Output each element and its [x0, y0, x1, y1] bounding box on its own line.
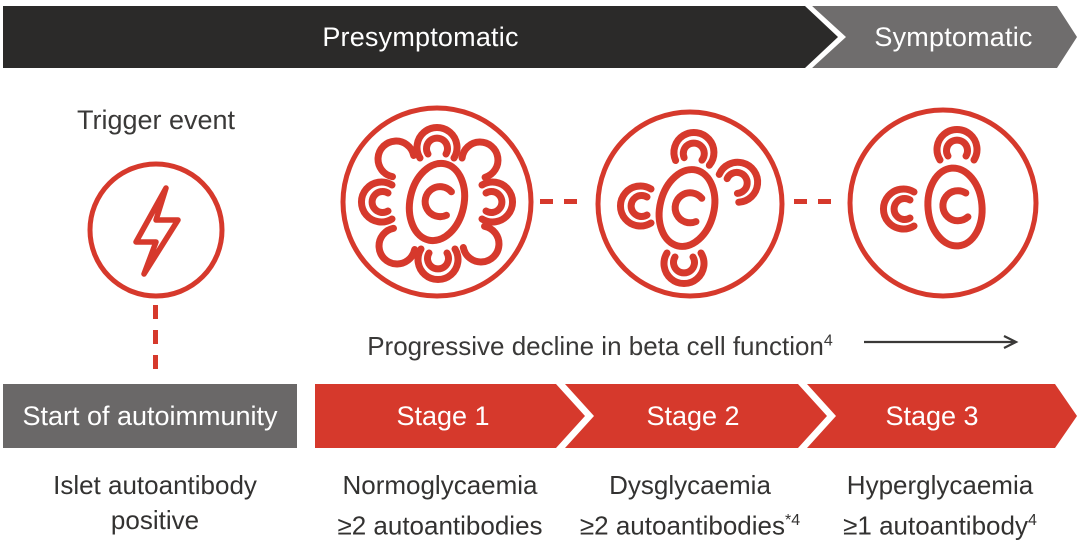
caption-line: Dysglycaemia — [609, 470, 771, 500]
decline-text: Progressive decline in beta cell functio… — [367, 331, 824, 361]
lightning-icon — [87, 161, 225, 299]
beta-cells-few-icon — [847, 107, 1039, 299]
arrow-right-icon — [864, 335, 1019, 349]
caption-line: ≥1 autoantibody4 — [843, 510, 1037, 541]
presymptomatic-banner: Presymptomatic — [3, 6, 838, 68]
cells-dashed-connector — [540, 199, 588, 204]
beta-cells-fewer-icon — [595, 109, 785, 299]
beta-cells-many-icon — [340, 105, 534, 299]
stage-3-caption: Hyperglycaemia ≥1 autoantibody4 — [780, 468, 1080, 542]
autoimmunity-dashed-connector — [153, 305, 158, 379]
stage-2-label: Stage 2 — [646, 401, 740, 431]
symptomatic-label: Symptomatic — [874, 21, 1033, 52]
decline-superscript: 4 — [823, 332, 833, 350]
stage-1-caption: Normoglycaemia ≥2 autoantibodies — [280, 468, 600, 542]
autoimmunity-caption: Islet autoantibody positive — [0, 468, 315, 538]
start-of-autoimmunity-banner: Start of autoimmunity — [3, 384, 297, 448]
caption-line: ≥2 autoantibodies — [337, 510, 543, 541]
decline-caption: Progressive decline in beta cell functio… — [367, 331, 833, 362]
cells-dashed-connector — [794, 199, 842, 204]
stage-ribbon — [315, 384, 1077, 448]
caption-line: positive — [110, 505, 200, 535]
caption-line: Islet autoantibody — [53, 470, 257, 500]
caption-line: Normoglycaemia — [342, 470, 538, 500]
caption-line: Hyperglycaemia — [846, 470, 1034, 500]
stage-3-label: Stage 3 — [885, 401, 979, 431]
start-of-autoimmunity-label: Start of autoimmunity — [22, 400, 278, 431]
stage-1-label: Stage 1 — [396, 401, 490, 431]
trigger-event-label: Trigger event — [76, 105, 236, 135]
symptomatic-banner: Symptomatic — [812, 6, 1077, 68]
presymptomatic-label: Presymptomatic — [322, 21, 519, 52]
caption-line: ≥2 autoantibodies*4 — [579, 510, 801, 541]
stage-2-caption: Dysglycaemia ≥2 autoantibodies*4 — [530, 468, 850, 542]
